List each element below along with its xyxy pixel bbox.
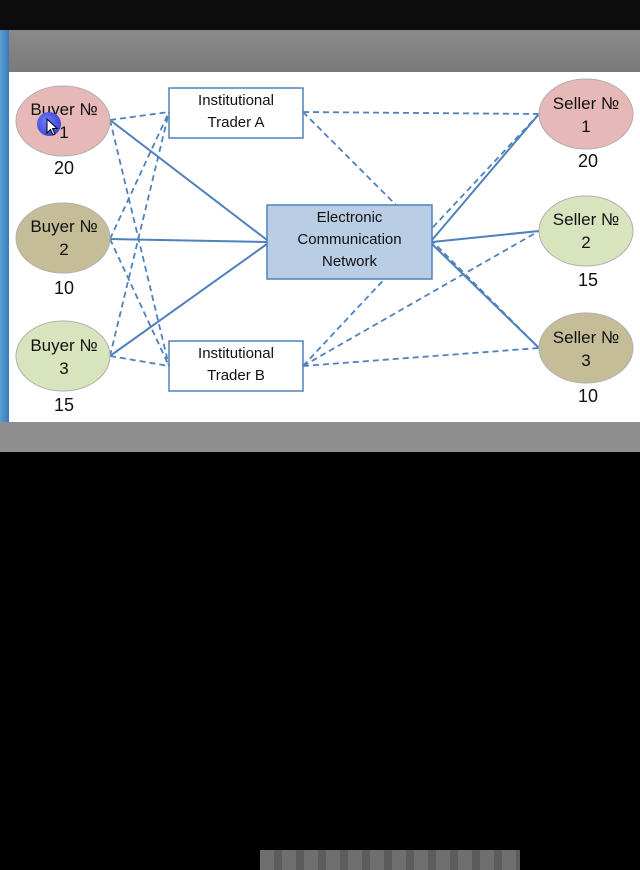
seller-1-label: Seller № 1 bbox=[538, 92, 634, 138]
edge-buyer1-traderB bbox=[109, 119, 170, 367]
seller-2-number: 2 bbox=[581, 233, 591, 252]
edge-traderA-seller3 bbox=[302, 111, 540, 349]
ecn-line1: Electronic bbox=[316, 209, 383, 226]
footer-blurred-controls bbox=[260, 850, 520, 870]
edge-ecn-seller1 bbox=[431, 113, 540, 241]
buyer-2-number: 2 bbox=[59, 240, 69, 259]
ecn-line3: Network bbox=[321, 253, 377, 270]
buyer-1-number: 1 bbox=[59, 123, 69, 142]
trader-b-box bbox=[168, 340, 304, 392]
edge-buyer2-ecn bbox=[109, 238, 268, 243]
seller-2-node bbox=[538, 195, 634, 267]
seller-1-number: 1 bbox=[581, 117, 591, 136]
seller-1-title: Seller № bbox=[552, 94, 620, 113]
edge-buyer1-traderA bbox=[109, 111, 170, 121]
app-toolbar bbox=[0, 30, 640, 72]
edge-buyer3-ecn bbox=[109, 243, 268, 357]
buyer-3-label: Buyer № 3 bbox=[17, 334, 111, 380]
left-window-edge bbox=[0, 30, 9, 425]
trader-a-line1: Institutional bbox=[198, 92, 274, 109]
edge-buyer1-ecn bbox=[109, 119, 268, 241]
trader-b-label: Institutional Trader B bbox=[169, 343, 303, 387]
mouse-cursor-icon bbox=[46, 118, 59, 136]
buyer-2-node bbox=[15, 202, 111, 274]
seller-1-node bbox=[538, 78, 634, 150]
buyer-1-node bbox=[15, 85, 111, 157]
edge-traderB-seller2 bbox=[302, 230, 540, 367]
network-diagram bbox=[15, 78, 634, 392]
edge-buyer2-traderB bbox=[109, 238, 170, 367]
seller-2-count: 15 bbox=[577, 270, 599, 290]
ecn-box bbox=[266, 204, 433, 280]
seller-3-count: 10 bbox=[577, 386, 599, 406]
buyer-3-node bbox=[15, 320, 111, 392]
seller-3-number: 3 bbox=[581, 351, 591, 370]
buyer-3-number: 3 bbox=[59, 359, 69, 378]
ecn-label: Electronic Communication Network bbox=[267, 207, 432, 273]
trader-a-label: Institutional Trader A bbox=[169, 90, 303, 134]
diagram-nodes bbox=[15, 78, 634, 392]
trader-a-box bbox=[168, 87, 304, 139]
seller-3-node bbox=[538, 312, 634, 384]
buyer-2-label: Buyer № 2 bbox=[17, 215, 111, 261]
seller-1-count: 20 bbox=[577, 151, 599, 171]
seller-2-title: Seller № bbox=[552, 210, 620, 229]
edge-traderA-seller1 bbox=[302, 111, 540, 115]
trader-b-line2: Trader B bbox=[207, 367, 265, 384]
seller-3-title: Seller № bbox=[552, 328, 620, 347]
edge-buyer2-traderA bbox=[109, 111, 170, 240]
buyer-1-count: 20 bbox=[53, 158, 75, 178]
buyer-3-count: 15 bbox=[53, 395, 75, 415]
seller-2-label: Seller № 2 bbox=[538, 208, 634, 254]
screen-bottom-bar bbox=[0, 452, 640, 480]
edge-ecn-seller3 bbox=[431, 243, 540, 349]
buyer-2-title: Buyer № bbox=[30, 217, 98, 236]
edge-ecn-seller2 bbox=[431, 230, 540, 243]
buyer-3-title: Buyer № bbox=[30, 336, 98, 355]
edge-buyer3-traderA bbox=[109, 111, 170, 357]
edge-traderB-seller3 bbox=[302, 347, 540, 367]
trader-b-line1: Institutional bbox=[198, 345, 274, 362]
ecn-line2: Communication bbox=[297, 231, 402, 248]
buyer-2-count: 10 bbox=[53, 278, 75, 298]
window-top-bar bbox=[0, 0, 640, 30]
buyer-1-label: Buyer № 1 bbox=[17, 98, 111, 144]
edge-buyer3-traderB bbox=[109, 355, 170, 367]
buyer-1-title: Buyer № bbox=[30, 100, 98, 119]
seller-3-label: Seller № 3 bbox=[538, 326, 634, 372]
trader-a-line2: Trader A bbox=[207, 114, 265, 131]
